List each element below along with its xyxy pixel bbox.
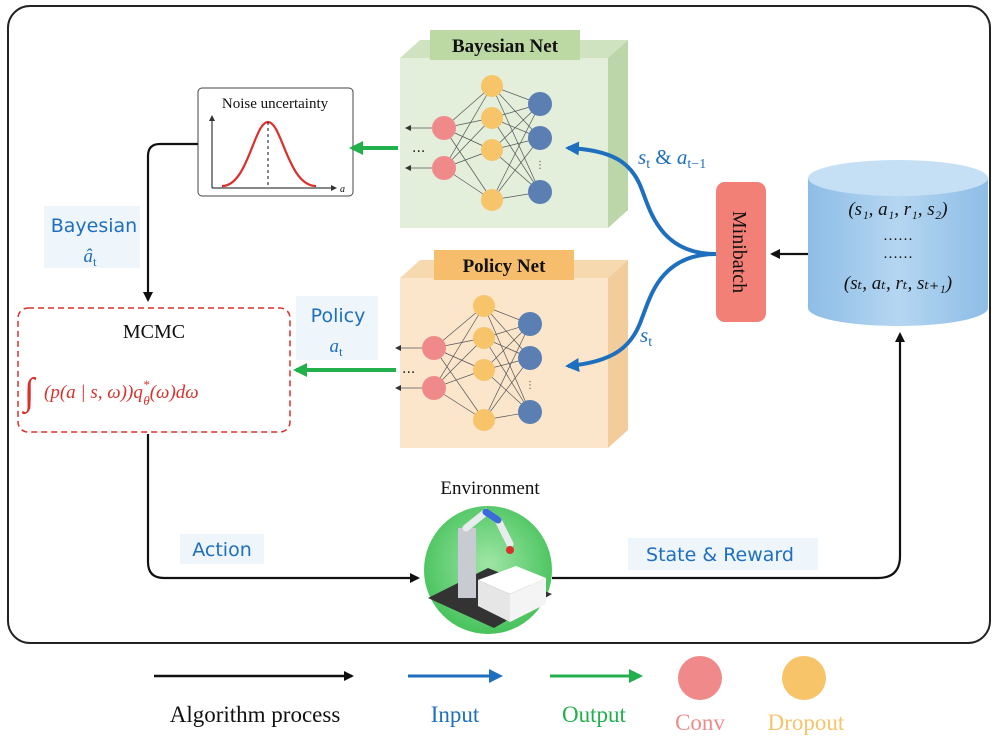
arrow-env-to-buffer (552, 332, 905, 580)
flow-labels: Bayesian ât Policy at st & at−1 st Actio… (44, 145, 818, 570)
policy-net-side (608, 260, 628, 448)
bayesian-dropout-node-1 (481, 75, 503, 97)
bayesian-dropout-node-3 (481, 139, 503, 161)
policy-net-title-bg (434, 250, 574, 280)
legend-output-label: Output (562, 702, 627, 727)
policy-dropout-node-4 (473, 409, 495, 431)
bayesian-dropout-node-4 (481, 189, 503, 211)
replay-buffer: (s₁, a₁, r₁, s₂) …… …… (sₜ, aₜ, rₜ, sₜ₊₁… (808, 160, 988, 326)
bayesian-output-node-2 (528, 126, 552, 150)
environment-block: Environment (424, 478, 552, 634)
st-label: st (640, 323, 652, 350)
legend-conv-label: Conv (675, 710, 725, 735)
minibatch-block: Minibatch (716, 182, 766, 322)
arrow-noise-to-mcmc (143, 142, 198, 302)
bayesian-conv-node-1 (432, 116, 456, 140)
legend-dropout-circle (782, 656, 826, 700)
policy-dropout-node-1 (473, 295, 495, 317)
arrow-mcmc-to-env (146, 434, 420, 583)
env-robot-gripper (506, 546, 514, 554)
env-box-right (510, 578, 546, 622)
buffer-row-1: (s₁, a₁, r₁, s₂) (848, 199, 947, 220)
bayesian-label-line2: ât (83, 246, 97, 269)
bayesian-output-node-1 (528, 92, 552, 116)
policy-dropout-node-3 (473, 359, 495, 381)
buffer-top (808, 160, 988, 196)
state-reward-label: State & Reward (646, 544, 794, 566)
buffer-dots-1: …… (883, 228, 913, 244)
svg-text:⋮: ⋮ (535, 160, 545, 171)
input-arrows (565, 141, 717, 372)
bayesian-label-line1: Bayesian (51, 215, 137, 237)
bayesian-net-title: Bayesian Net (452, 36, 559, 57)
env-box-left (478, 580, 510, 622)
policy-conv-node-1 (422, 336, 446, 360)
minibatch-label: Minibatch (728, 211, 750, 293)
bayesian-output-node-3 (528, 180, 552, 204)
policy-dropout-node-2 (473, 327, 495, 349)
arrow-minibatch-to-policy (565, 252, 717, 372)
policy-net-block: Policy Net ... ⋮ (395, 250, 628, 448)
bayesian-net-block: Bayesian Net ... ⋮ (400, 30, 628, 228)
policy-output-node-1 (518, 312, 542, 336)
buffer-dots-2: …… (883, 246, 913, 262)
legend-dropout-label: Dropout (768, 710, 845, 735)
legend-conv-circle (678, 656, 722, 700)
mcmc-box: MCMC ∫ (p(a | s, ω))q*θ(ω)dω (17, 307, 291, 433)
bayesian-conv-node-2 (432, 156, 456, 180)
policy-label-line1: Policy (311, 305, 366, 327)
state-reward-label-bg (628, 538, 818, 570)
policy-label-bg (296, 296, 378, 360)
buffer-body (808, 178, 988, 326)
bayesian-net-side (608, 40, 628, 228)
policy-label-line2: at (329, 336, 343, 359)
action-label: Action (192, 539, 252, 561)
environment-title: Environment (440, 478, 540, 499)
legend-algorithm-label: Algorithm process (170, 702, 341, 727)
svg-text:⋮: ⋮ (525, 380, 535, 391)
mcmc-title: MCMC (123, 321, 185, 343)
output-arrows (293, 141, 398, 377)
noise-title: Noise uncertainty (222, 96, 329, 112)
policy-output-node-2 (518, 346, 542, 370)
minibatch-box (716, 182, 766, 322)
action-label-bg (180, 534, 264, 564)
noise-uncertainty-box: Noise uncertainty a (197, 87, 354, 197)
bayesian-net-front (400, 58, 608, 228)
policy-ellipsis: ... (402, 361, 415, 377)
st-at1-label: st & at−1 (638, 145, 706, 172)
policy-input-arrows (395, 345, 422, 391)
mcmc-frame (17, 307, 291, 433)
legend: Algorithm process Input Output Conv Drop… (154, 656, 845, 735)
policy-conv-node-2 (422, 376, 446, 400)
bayesian-dropout-node-2 (481, 107, 503, 129)
arrow-minibatch-to-bayesian (565, 141, 717, 256)
noise-axis-label: a (340, 184, 345, 195)
algorithm-arrows (143, 142, 905, 583)
mcmc-formula: (p(a | s, ω))q*θ(ω)dω (44, 377, 199, 408)
bayesian-net-title-bg (430, 30, 580, 60)
bayesian-input-arrows (405, 125, 432, 171)
env-box-top (478, 566, 546, 594)
env-robot-base (458, 528, 476, 598)
mcmc-integral: ∫ (22, 371, 37, 415)
policy-net-title: Policy Net (463, 256, 547, 277)
policy-output-node-3 (518, 400, 542, 424)
buffer-row-2: (sₜ, aₜ, rₜ, sₜ₊₁) (844, 273, 952, 294)
bayesian-ellipsis: ... (412, 140, 425, 156)
legend-input-label: Input (431, 702, 480, 727)
bayesian-label-bg (44, 206, 140, 268)
